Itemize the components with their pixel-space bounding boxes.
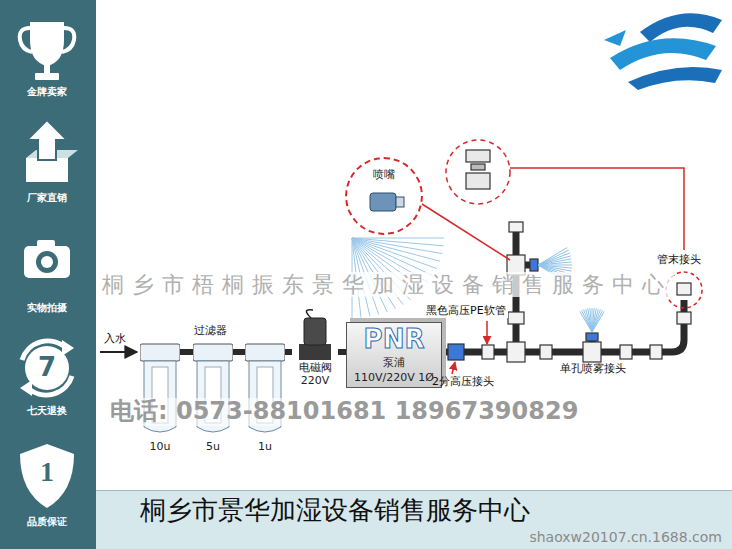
watermark: 桐乡市梧桐振东景华加湿设备销售服务中心 — [100, 272, 674, 297]
badge-label: 厂家直销 — [27, 192, 67, 204]
group-label: 过滤器 — [194, 325, 227, 338]
solenoid-valve: 电磁阀 220V — [292, 308, 338, 392]
inlet-arrow — [100, 351, 137, 353]
part-label: 管末接头 — [657, 254, 701, 267]
badge-label: 七天退换 — [27, 405, 67, 417]
brand-logo — [604, 13, 722, 90]
camera-icon — [24, 240, 70, 278]
phone-watermark: 电话: 0573-88101681 18967390829 — [108, 398, 580, 426]
return-icon — [20, 340, 74, 396]
node-title: 桐乡市景华加湿设备销售服务中心 — [140, 496, 530, 526]
pipe-connector — [338, 349, 346, 355]
badge-number: 1 — [40, 456, 54, 488]
trophy-icon — [20, 22, 75, 80]
nozzle-callout: 喷嘴 — [345, 157, 423, 235]
pipe-connector — [233, 349, 245, 355]
pe-hose-pointer — [486, 321, 488, 344]
node-text: 110V/220V 1Ø — [354, 372, 434, 385]
part-label: 单孔喷雾接头 — [560, 363, 626, 376]
node-title: 电磁阀 220V — [292, 362, 338, 387]
badge-number: 7 — [38, 353, 56, 383]
node-title: 5u — [206, 441, 220, 454]
node-title: PNR — [364, 325, 425, 355]
shield-icon — [20, 444, 74, 508]
pipe-connector — [285, 349, 292, 355]
connector-pointer — [452, 362, 455, 374]
badge-label: 金牌卖家 — [27, 86, 67, 98]
node-title: 喷嘴 — [373, 169, 395, 182]
footer-band: 桐乡市景华加湿设备销售服务中心 shaoxw20107.cn.1688.com — [96, 490, 732, 549]
box-arrow-icon — [26, 120, 78, 182]
badge-label: 实物拍摄 — [27, 302, 67, 314]
inlet-label: 入水 — [104, 333, 126, 346]
part-label: 2分高压接头 — [432, 376, 494, 389]
badge-label: 品质保证 — [27, 516, 67, 528]
part-label: 黑色高压PE软管 — [424, 305, 508, 318]
sidebar-panel — [0, 0, 96, 549]
fitting-detail-icon — [466, 150, 490, 189]
node-text: shaoxw20107.cn.1688.com — [529, 529, 722, 545]
node-title: 1u — [258, 441, 272, 454]
pipe-connector — [180, 349, 193, 355]
pump-box: PNR 泵浦 110V/220V 1Ø — [346, 322, 442, 388]
node-text: 泵浦 — [383, 357, 405, 370]
node-title: 10u — [150, 441, 171, 454]
